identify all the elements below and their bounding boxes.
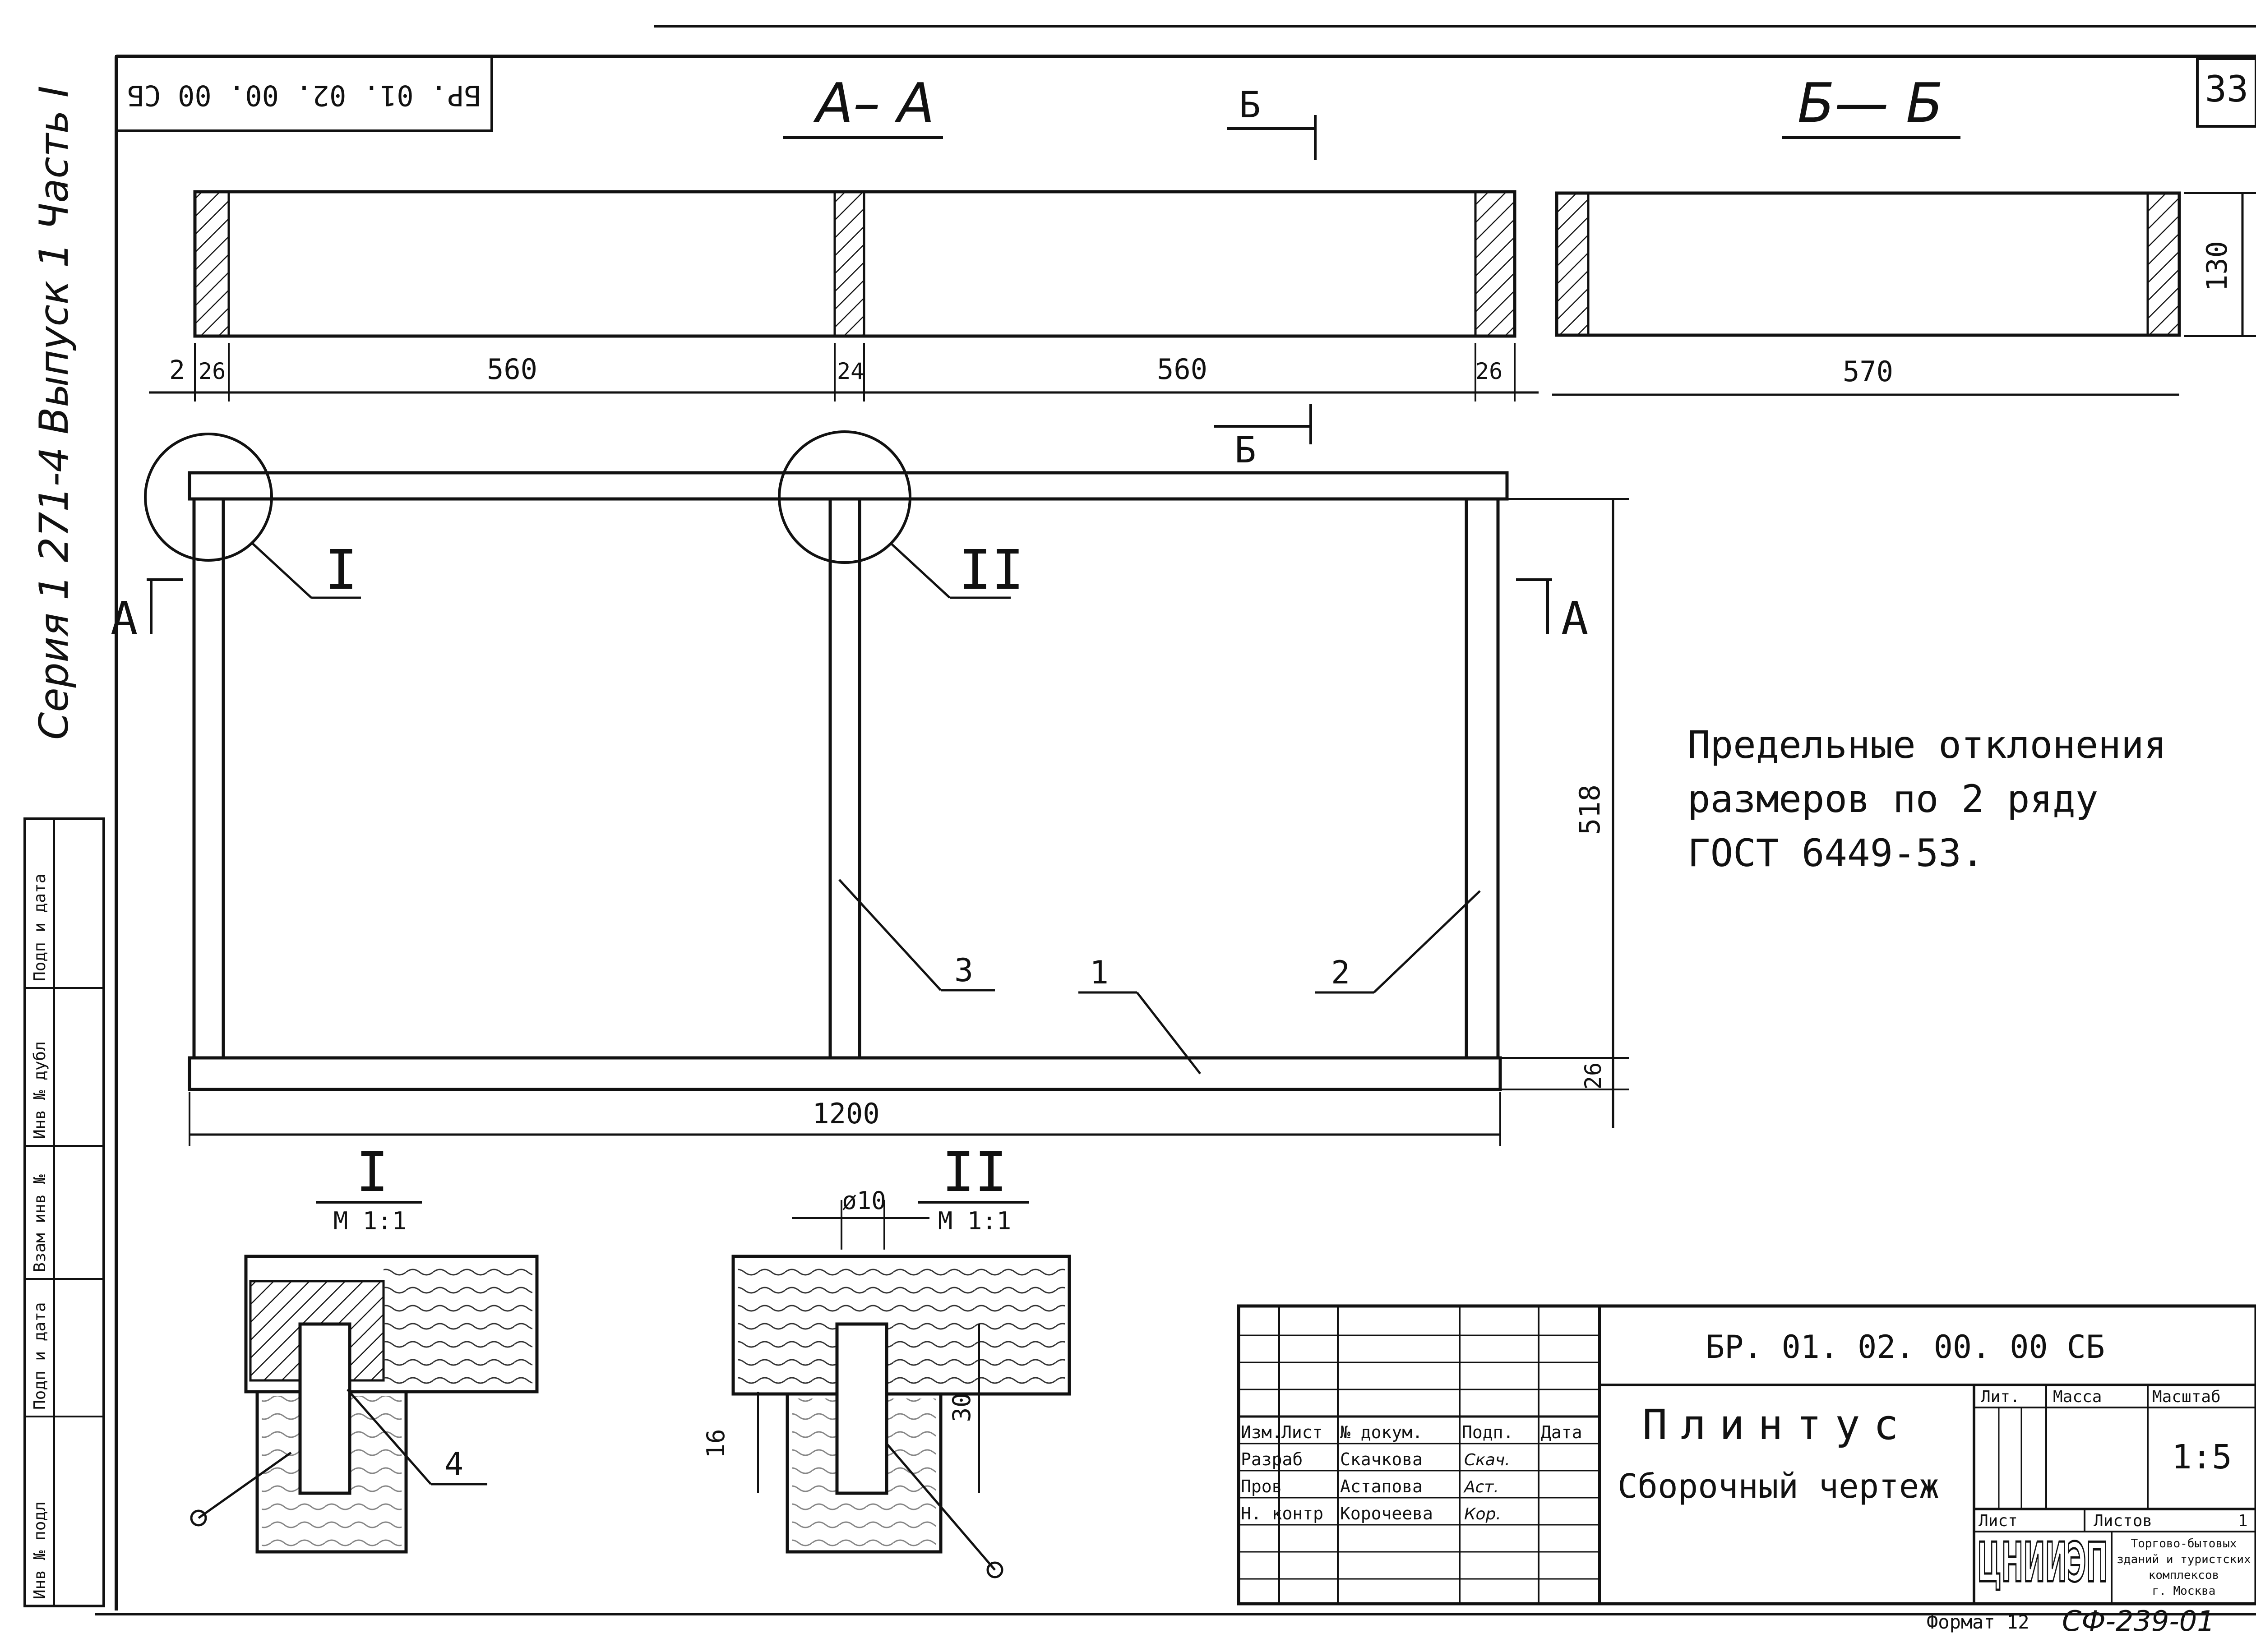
sign-3: Кор. <box>1464 1505 1501 1523</box>
hdr-sign: Подп. <box>1462 1422 1513 1442</box>
hdr-izm: Изм. <box>1241 1422 1282 1442</box>
dim-16: 16 <box>702 1429 730 1458</box>
margin-cell-3: Взам инв № <box>31 1174 49 1272</box>
archive-code: СФ-239-01 <box>2062 1605 2215 1638</box>
org-line-3: комплексов <box>2149 1569 2219 1582</box>
hdr-doc: № докум. <box>1340 1422 1423 1442</box>
top-stamp-code: БР. 01. 02. 00. 00 СБ <box>127 79 481 112</box>
note-line-2: размеров по 2 ряду <box>1687 777 2098 821</box>
section-a-a: А– А 2 26 560 24 560 26 <box>149 72 1539 401</box>
hdr-list: Лист <box>1281 1422 1323 1442</box>
position-4: 4 <box>444 1446 463 1483</box>
callout-II: II <box>959 539 1024 602</box>
section-b-b-title: Б— Б <box>1798 72 1943 135</box>
sheets-value: 1 <box>2238 1512 2248 1530</box>
role-1: Разраб <box>1241 1449 1303 1469</box>
format-label: Формат 12 <box>1927 1611 2029 1633</box>
dim-aa-2: 2 <box>169 355 185 385</box>
margin-table: Инв № подл Подп и дата Взам инв № Инв № … <box>23 817 105 1607</box>
position-3: 3 <box>954 952 973 989</box>
a-mark-left: А <box>111 592 138 645</box>
org-line-2: зданий и туристских <box>2117 1553 2251 1566</box>
detail-I: I М 1:1 4 <box>190 1141 539 1554</box>
top-stamp: БР. 01. 02. 00. 00 СБ <box>115 55 493 132</box>
drawing-type: Сборочный чертеж <box>1618 1467 1939 1506</box>
detail-II: II М 1:1 ø10 16 30 <box>702 1141 1071 1578</box>
detail-I-title: I <box>356 1141 388 1204</box>
name-2: Астапова <box>1340 1477 1423 1496</box>
role-2: Пров <box>1241 1477 1282 1496</box>
section-b-marker-top: Б <box>1227 84 1317 160</box>
series-caption: Серия 1 271-4 Выпуск 1 Часть I <box>31 86 77 740</box>
sheet-number-box: 33 <box>2196 57 2256 128</box>
dim-aa-26a: 26 <box>199 358 226 384</box>
dim-30: 30 <box>948 1393 976 1422</box>
b-mark-bottom: Б <box>1234 429 1256 471</box>
dim-518: 518 <box>1573 784 1606 835</box>
margin-cell-2: Подп и дата <box>31 1302 49 1410</box>
dim-aa-560a: 560 <box>487 353 537 386</box>
name-3: Корочеева <box>1340 1504 1433 1523</box>
diameter-label: ø10 <box>842 1186 886 1215</box>
lit-label: Лит. <box>1981 1388 2020 1406</box>
section-a-a-title: А– А <box>813 72 934 135</box>
margin-cell-5: Подп и дата <box>31 874 49 981</box>
org-line-4: г. Москва <box>2152 1584 2216 1598</box>
b-mark-top: Б <box>1239 84 1261 126</box>
dim-aa-560b: 560 <box>1157 353 1207 386</box>
dim-1200: 1200 <box>812 1097 879 1130</box>
detail-II-title: II <box>942 1141 1008 1204</box>
dim-bb-570: 570 <box>1843 355 1893 388</box>
detail-I-scale: М 1:1 <box>333 1207 407 1235</box>
section-b-marker-bottom: Б <box>1214 404 1312 471</box>
scale-label: Масштаб <box>2152 1388 2221 1406</box>
detail-II-scale: М 1:1 <box>938 1207 1012 1235</box>
dim-aa-24: 24 <box>837 358 864 384</box>
hdr-date: Дата <box>1541 1422 1582 1442</box>
title-block: Изм. Лист № докум. Подп. Дата Разраб Ска… <box>1237 1304 2256 1606</box>
org-logo: ЦНИИЭП <box>1977 1532 2108 1594</box>
mass-label: Масса <box>2053 1388 2102 1406</box>
callout-I: I <box>325 539 357 602</box>
name-1: Скачкова <box>1340 1449 1423 1469</box>
sign-2: Аст. <box>1463 1478 1499 1496</box>
sheets-label: Листов <box>2094 1512 2152 1530</box>
position-2: 2 <box>1331 954 1350 991</box>
tolerance-note: Предельные отклонения размеров по 2 ряду… <box>1687 723 2167 875</box>
sign-1: Скач. <box>1464 1451 1510 1469</box>
sheet-number: 33 <box>2205 68 2248 110</box>
role-3: Н. контр <box>1241 1504 1323 1523</box>
margin-cell-4: Инв № дубл <box>31 1041 49 1139</box>
dim-bb-130: 130 <box>2201 241 2233 291</box>
note-line-3: ГОСТ 6449-53. <box>1687 831 1984 875</box>
org-line-1: Торгово-бытовых <box>2131 1537 2237 1550</box>
note-line-1: Предельные отклонения <box>1687 723 2167 767</box>
main-view: I II А А 3 1 2 1200 518 26 <box>111 430 1629 1146</box>
product-name: Плинтус <box>1642 1401 1912 1449</box>
sheet-label: Лист <box>1979 1512 2018 1530</box>
section-b-b: Б— Б 570 130 <box>1552 72 2256 396</box>
scale-value: 1:5 <box>2172 1438 2232 1477</box>
position-1: 1 <box>1090 954 1109 991</box>
doc-code: БР. 01. 02. 00. 00 СБ <box>1706 1329 2105 1366</box>
dim-aa-26b: 26 <box>1475 358 1502 384</box>
a-mark-right: А <box>1561 592 1588 645</box>
dim-26: 26 <box>1580 1062 1606 1089</box>
margin-cell-1: Инв № подл <box>31 1501 49 1599</box>
